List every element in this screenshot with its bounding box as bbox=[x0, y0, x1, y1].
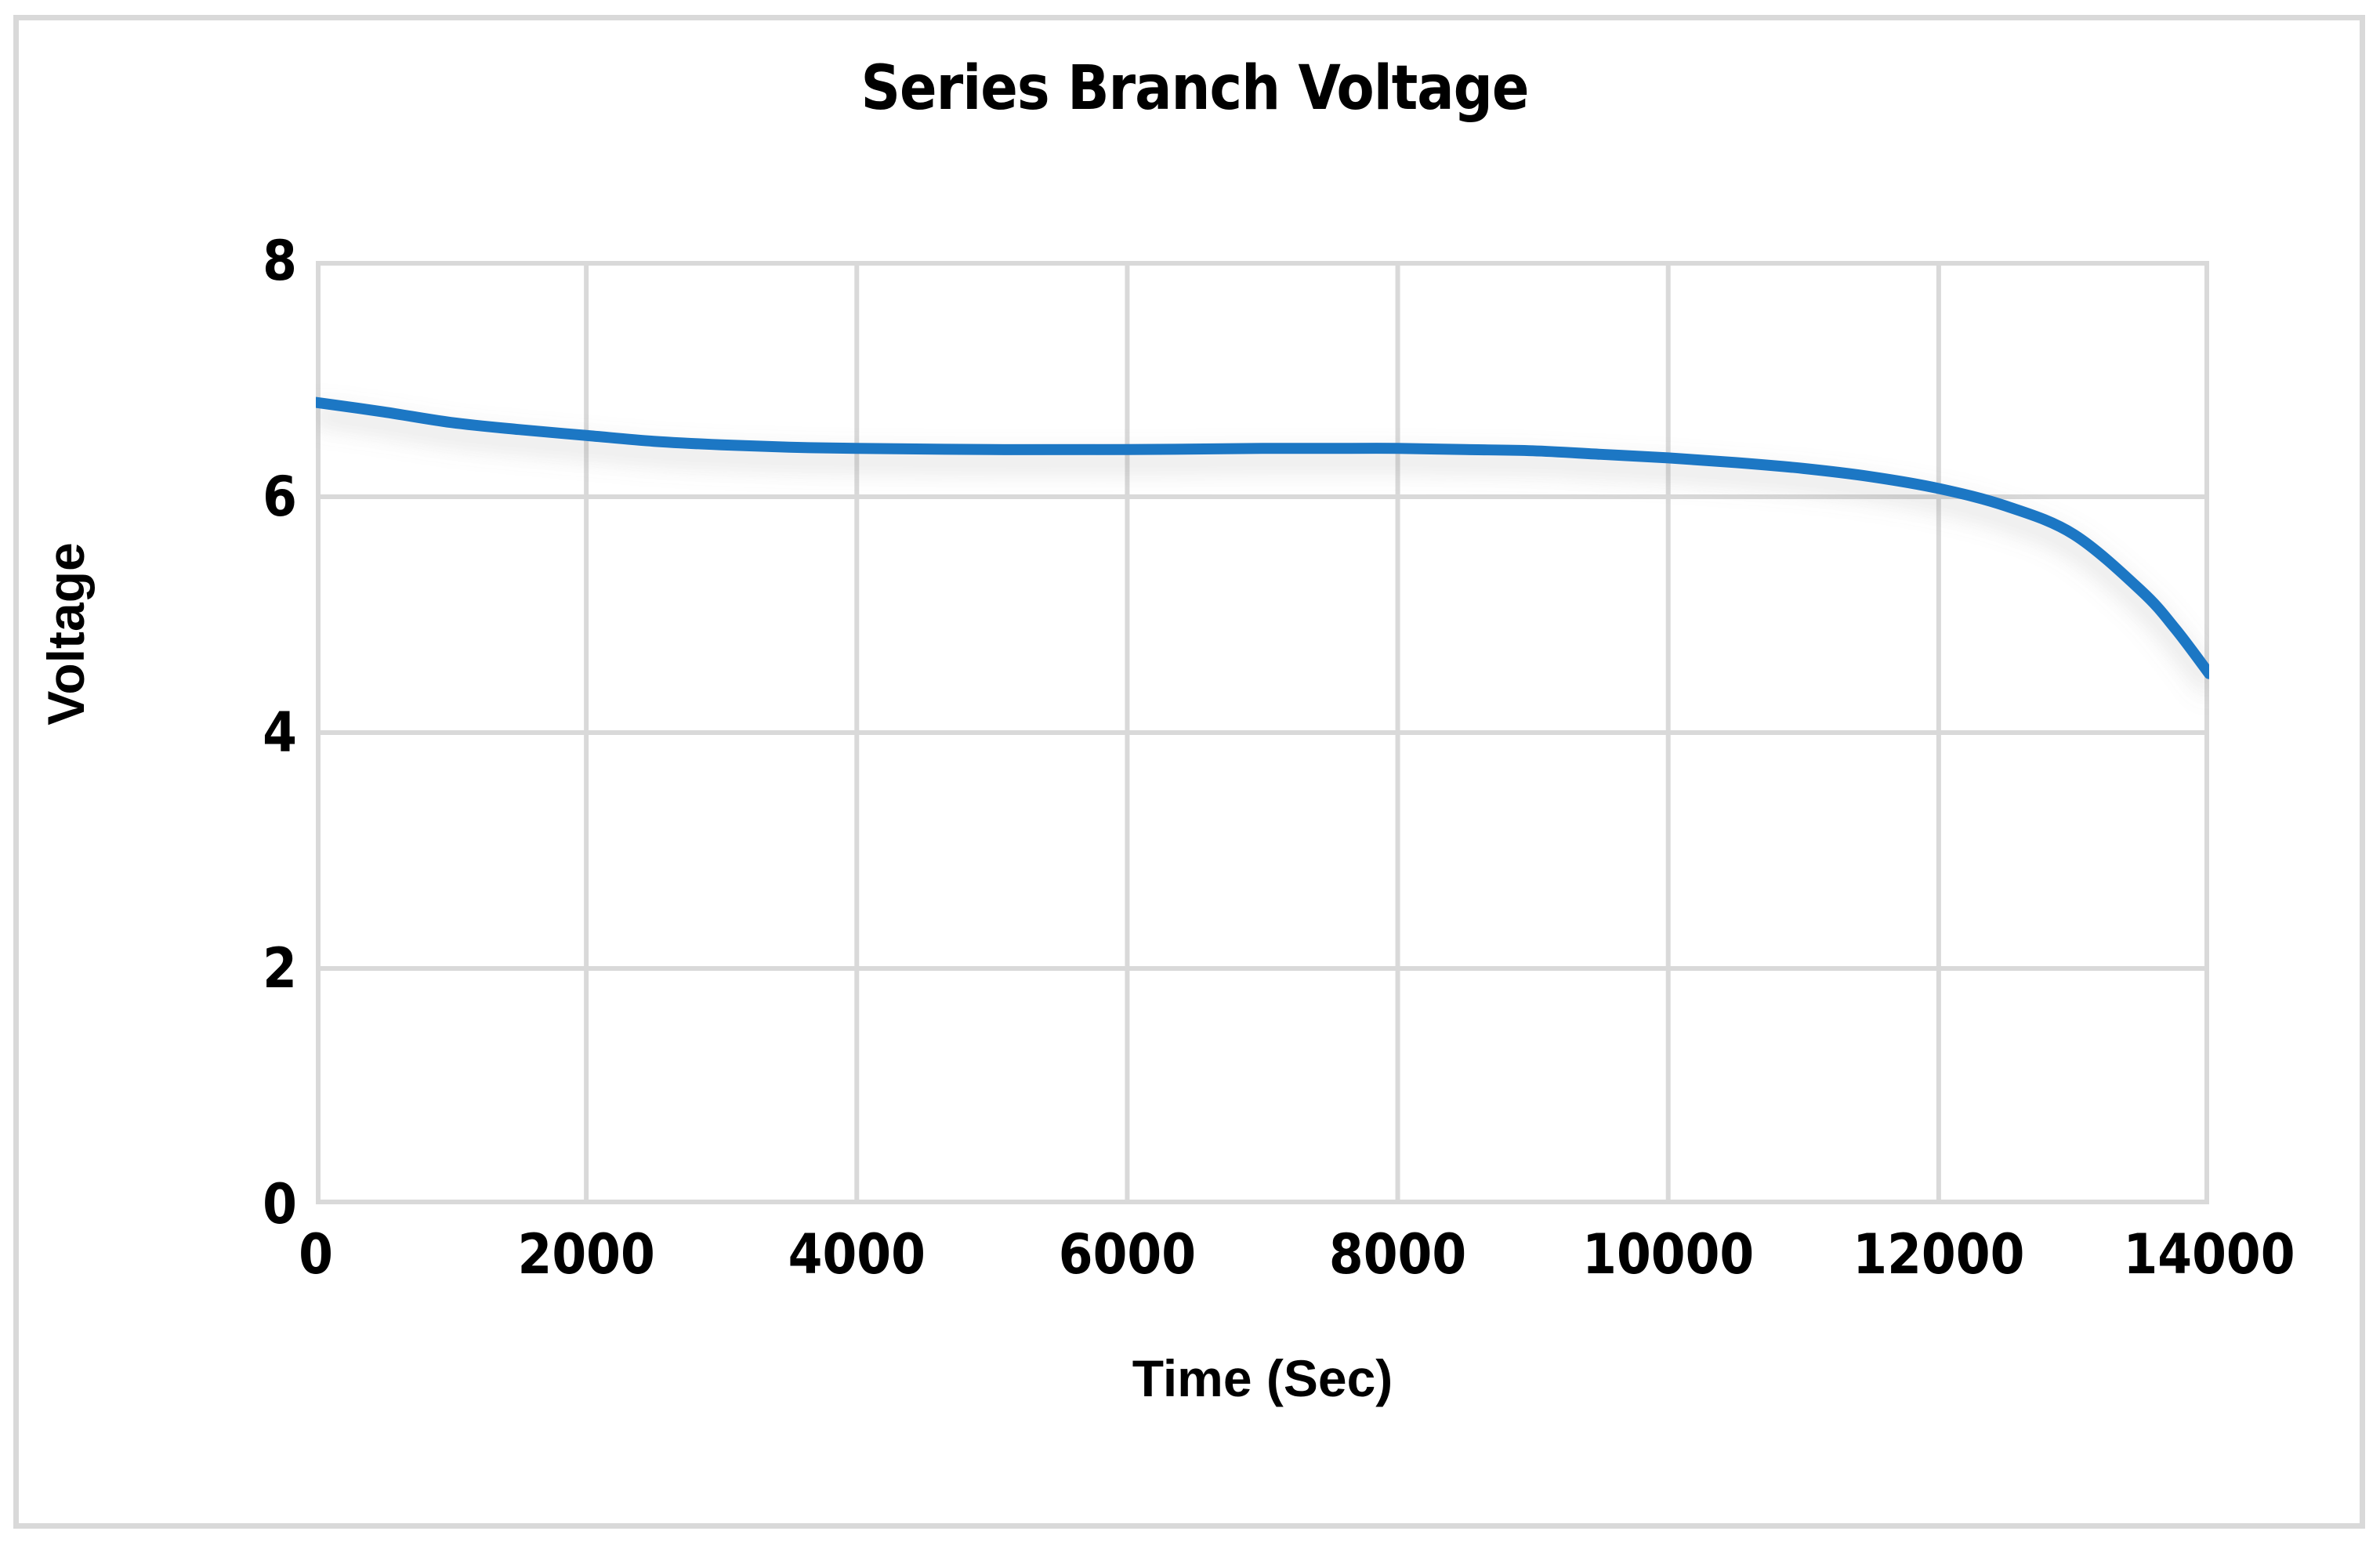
data-series-group bbox=[316, 396, 2209, 679]
y-tick-label: 0 bbox=[263, 1172, 297, 1236]
data-line bbox=[316, 396, 2209, 679]
x-tick-label: 10000 bbox=[1582, 1222, 1755, 1287]
vertical-gridlines bbox=[316, 261, 2209, 1204]
y-tick-label: 8 bbox=[263, 229, 297, 293]
plot-area-border bbox=[316, 261, 2209, 1204]
x-tick-label: 6000 bbox=[1058, 1222, 1197, 1287]
chart-title: Series Branch Voltage bbox=[860, 53, 1529, 124]
plot-svg bbox=[316, 261, 2209, 1204]
x-axis-tick-labels: 0 2000 4000 6000 8000 10000 12000 14000 bbox=[299, 1222, 2295, 1313]
x-tick-label: 12000 bbox=[1853, 1222, 2025, 1287]
horizontal-gridlines bbox=[316, 261, 2209, 1204]
x-tick-label: 2000 bbox=[517, 1222, 655, 1287]
x-tick-label: 8000 bbox=[1328, 1222, 1467, 1287]
x-axis-title: Time (Sec) bbox=[1132, 1349, 1393, 1407]
y-tick-label: 2 bbox=[263, 936, 297, 1001]
x-tick-label: 14000 bbox=[2123, 1222, 2295, 1287]
y-axis-title: Voltage bbox=[37, 542, 95, 726]
chart-frame: Series Branch Voltage 0 2 4 6 8 0 2000 4000 600… bbox=[13, 15, 2365, 1529]
y-tick-label: 4 bbox=[263, 700, 297, 765]
x-tick-label: 4000 bbox=[788, 1222, 926, 1287]
x-tick-label: 0 bbox=[299, 1222, 333, 1287]
y-tick-label: 6 bbox=[263, 465, 297, 529]
plot-area bbox=[316, 261, 2209, 1204]
